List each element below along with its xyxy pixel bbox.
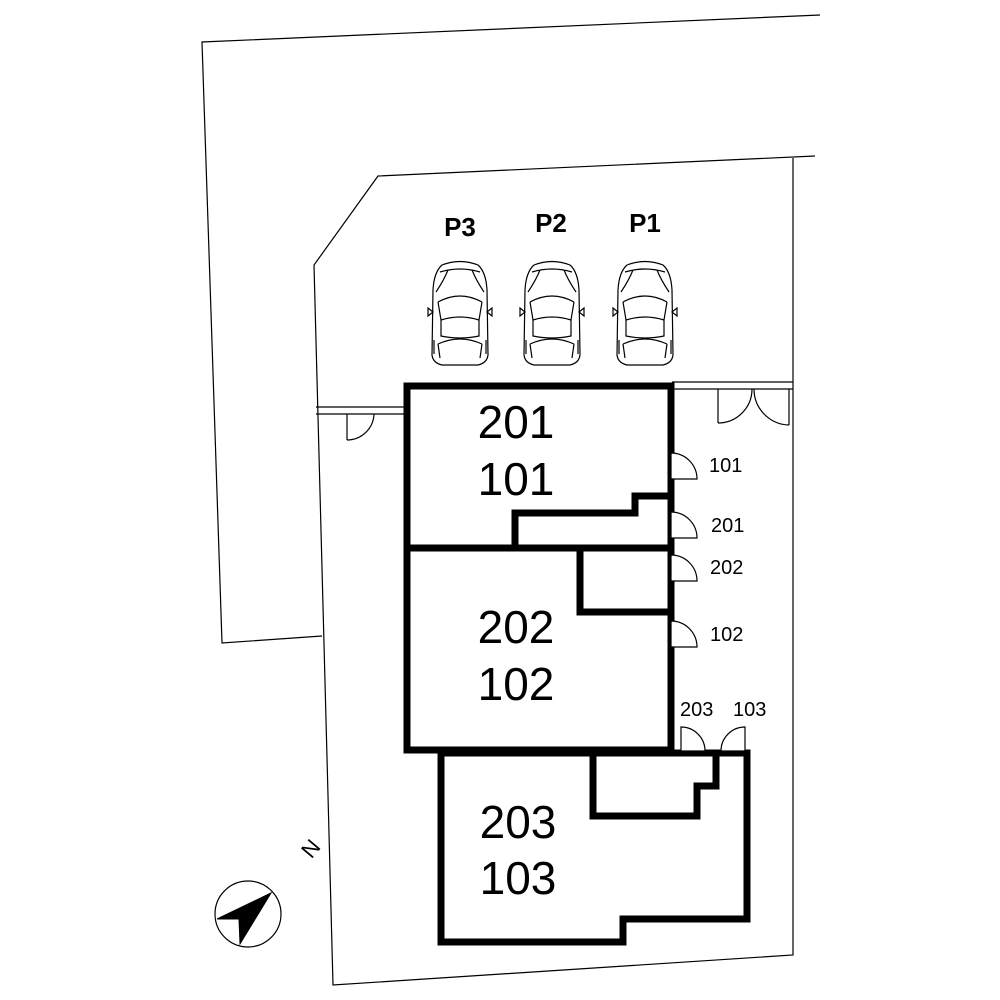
unit-upper-201: 201 bbox=[478, 396, 555, 448]
car-icon-p1 bbox=[612, 260, 678, 366]
parking-label-p3: P3 bbox=[444, 212, 476, 242]
gate-left bbox=[346, 413, 375, 441]
door-icon-202 bbox=[670, 554, 698, 582]
entrance-label-102: 102 bbox=[710, 624, 743, 646]
door-icon-201 bbox=[670, 511, 698, 539]
door-icon-102 bbox=[670, 620, 698, 648]
parking-label-p2: P2 bbox=[535, 208, 567, 238]
entrance-label-203: 203 bbox=[680, 699, 713, 721]
building-203-103 bbox=[437, 749, 751, 946]
compass-circle bbox=[214, 880, 282, 948]
north-arrow-icon bbox=[216, 891, 273, 946]
unit-upper-203: 203 bbox=[480, 796, 557, 848]
unit-lower-101: 101 bbox=[478, 453, 555, 505]
unit-lower-103: 103 bbox=[480, 852, 557, 904]
site-boundary bbox=[201, 14, 821, 986]
north-label: N bbox=[296, 834, 325, 862]
entrance-label-202: 202 bbox=[710, 557, 743, 579]
compass: N bbox=[214, 834, 325, 948]
gate-right bbox=[717, 388, 790, 426]
unit-lower-102: 102 bbox=[478, 658, 555, 710]
entrance-label-201: 201 bbox=[711, 515, 744, 537]
entrance-label-101: 101 bbox=[709, 455, 742, 477]
door-icon-203 bbox=[680, 726, 706, 752]
car-icon-p2 bbox=[519, 260, 585, 366]
door-icon-103 bbox=[720, 726, 746, 752]
door-icon-101 bbox=[670, 452, 698, 480]
entrance-label-103: 103 bbox=[733, 699, 766, 721]
parking-label-p1: P1 bbox=[629, 208, 661, 238]
car-icon-p3 bbox=[427, 260, 493, 366]
unit-upper-202: 202 bbox=[478, 601, 555, 653]
